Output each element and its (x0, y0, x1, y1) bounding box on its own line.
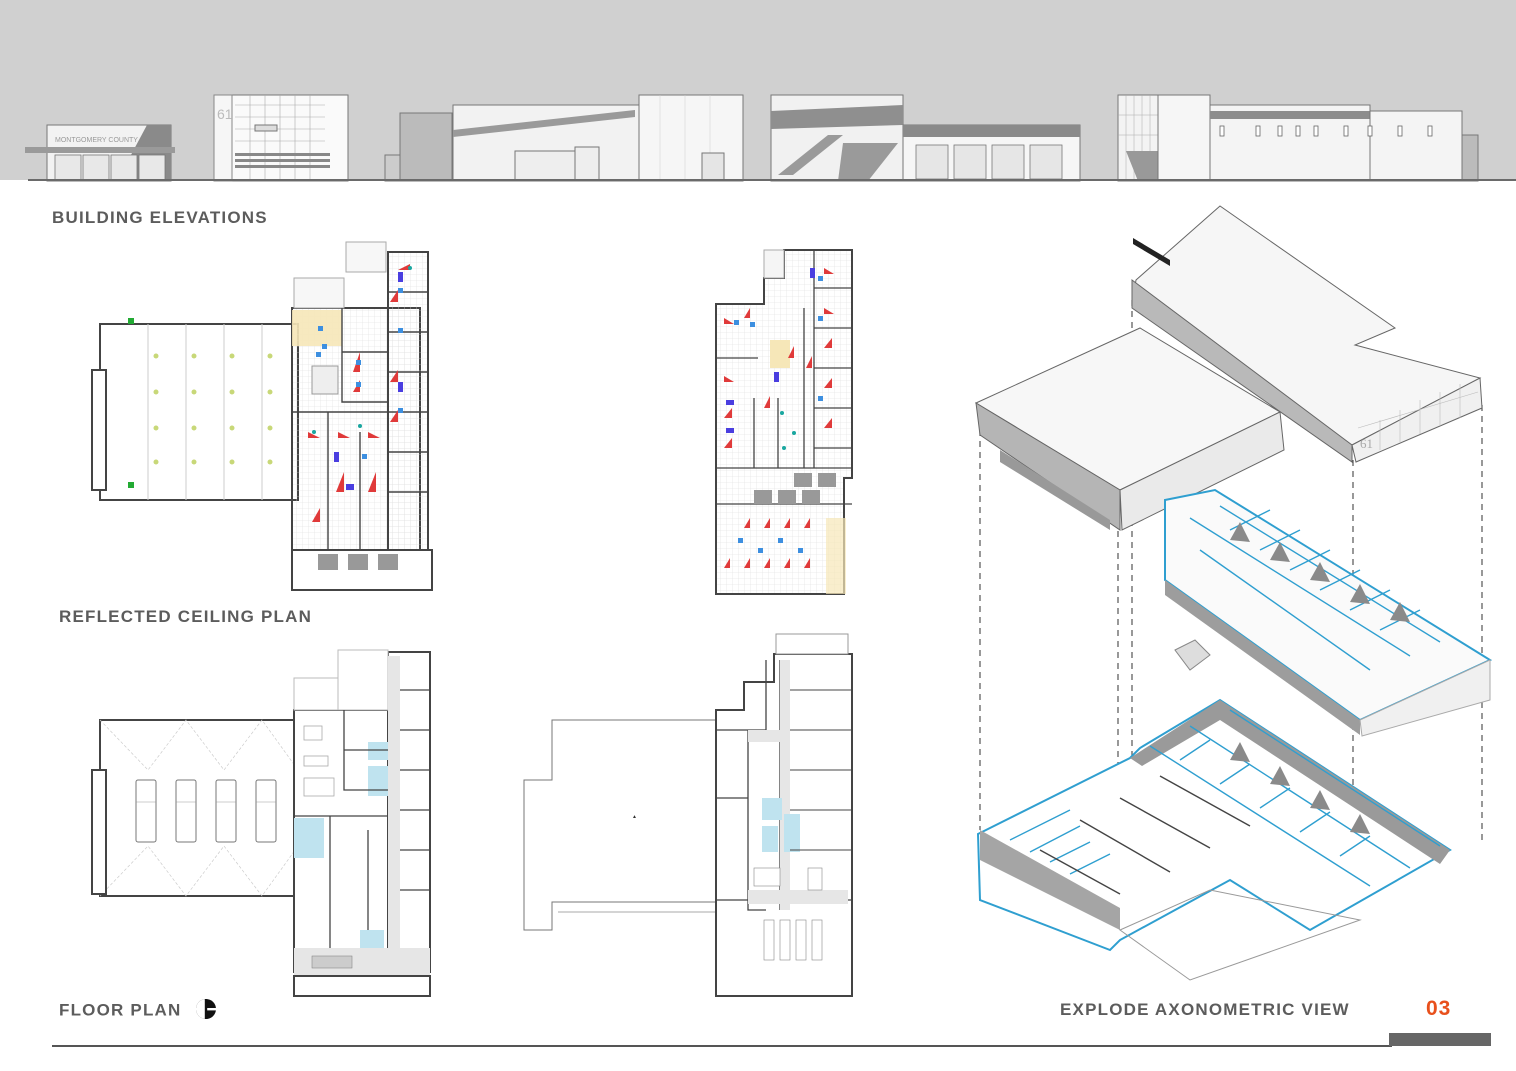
ceiling-plan-level-2 (715, 249, 853, 595)
ceiling-plan-level-1 (91, 241, 433, 591)
elevation-4 (1117, 94, 1479, 182)
exploded-axonometric-view: 61 (974, 205, 1493, 981)
ground-line (28, 179, 1516, 181)
level-2-layer (1164, 488, 1493, 737)
section-title-exploded-axonometric: EXPLODE AXONOMETRIC VIEW (1060, 1000, 1350, 1019)
elevation-3 (770, 94, 1081, 182)
floor-plan-level-1 (91, 649, 431, 997)
section-title-floor-plan: FLOOR PLAN (59, 999, 217, 1022)
svg-text:61: 61 (1360, 436, 1373, 451)
footer-rule (52, 1045, 1392, 1047)
floor-plan-title-text: FLOOR PLAN (59, 1000, 182, 1020)
north-arrow-icon (196, 999, 217, 1019)
roof-layer: 61 (974, 205, 1483, 531)
level-1-layer (976, 639, 1452, 981)
fire-apparatus-group (135, 779, 277, 843)
footer-page-tab (1389, 1033, 1491, 1046)
svg-text:61: 61 (217, 106, 233, 122)
svg-text:▲: ▲ (632, 814, 637, 820)
section-title-elevations: BUILDING ELEVATIONS (52, 208, 268, 227)
elevation-2 (384, 94, 744, 182)
page-number: 03 (1426, 997, 1452, 1020)
svg-text:MONTGOMERY COUNTY: MONTGOMERY COUNTY (55, 137, 138, 144)
elevation-1: MONTGOMERY COUNTY 61 (25, 94, 349, 182)
floor-plan-level-2: ▲ (523, 633, 853, 997)
section-title-reflected-ceiling-plan: REFLECTED CEILING PLAN (59, 607, 313, 626)
